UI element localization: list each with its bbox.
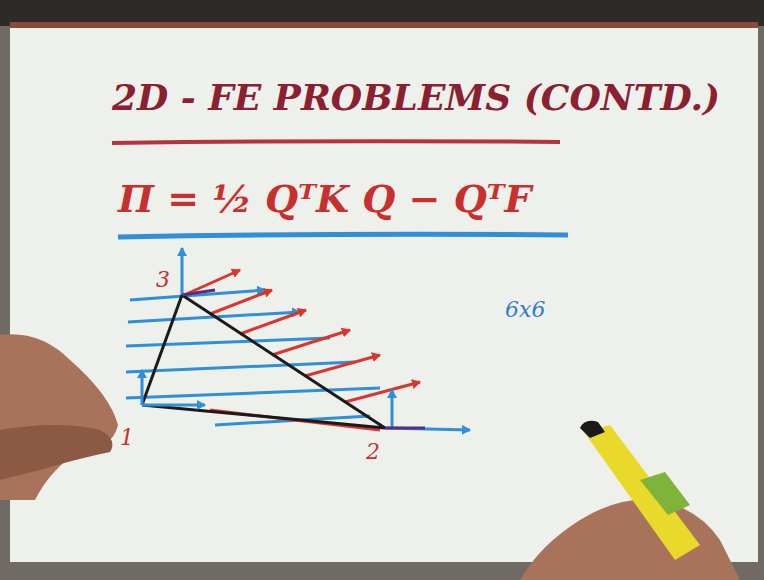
- node-number: 1: [120, 426, 134, 450]
- matrix-size-note: 6x6: [505, 298, 545, 322]
- node-number: 3: [156, 268, 170, 292]
- title-heading: 2D - FE PROBLEMS (CONTD.): [112, 78, 720, 118]
- energy-equation: Π = ½ QᵀK Q − QᵀF: [118, 178, 532, 220]
- node-number: 2: [366, 440, 380, 464]
